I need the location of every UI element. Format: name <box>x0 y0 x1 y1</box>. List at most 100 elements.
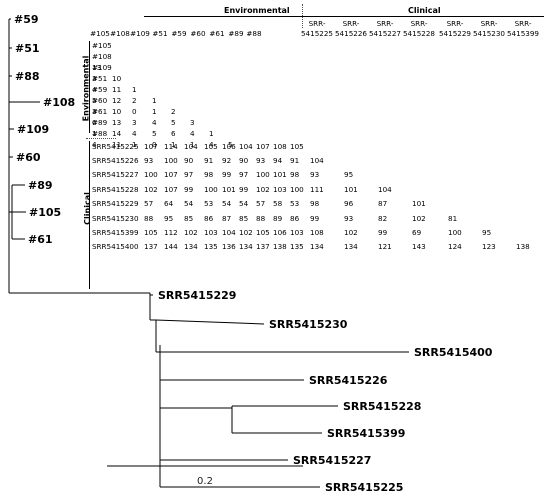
matrix-cell: 12 <box>112 96 122 105</box>
matrix-cell: 100 <box>164 156 178 165</box>
matrix-cell: 5 <box>171 118 176 127</box>
matrix-cell: 104 <box>184 142 198 151</box>
row-group-environmental: Environmental <box>81 55 91 122</box>
matrix-cell: 81 <box>448 214 458 223</box>
matrix-cell: 86 <box>204 214 214 223</box>
column-header-top: SRR- <box>308 19 326 28</box>
matrix-cell: 4 <box>190 129 195 138</box>
matrix-cell: 106 <box>273 228 287 237</box>
matrix-cell: 90 <box>184 156 194 165</box>
tree-leaf-label: #60 <box>16 151 41 164</box>
tree-branches <box>8 18 409 488</box>
matrix-cell: 10 <box>112 107 122 116</box>
matrix-cell: 103 <box>204 228 218 237</box>
matrix-cell: 3 <box>132 118 137 127</box>
column-header-bottom: 5415226 <box>334 29 367 38</box>
column-header: #89 <box>228 29 244 38</box>
matrix-cell: 54 <box>239 199 249 208</box>
matrix-cell: 97 <box>239 170 249 179</box>
column-header: #109 <box>130 29 150 38</box>
row-label: SRR5415400 <box>92 242 139 251</box>
matrix-cell: 14 <box>112 129 122 138</box>
matrix-cell: 107 <box>164 185 178 194</box>
matrix-cell: 143 <box>412 242 426 251</box>
matrix-cell: 93 <box>144 156 154 165</box>
matrix-cell: 13 <box>112 118 122 127</box>
matrix-cell: 11 <box>112 85 122 94</box>
column-header-top: SRR- <box>514 19 532 28</box>
column-header: #88 <box>246 29 262 38</box>
column-header-bottom: 5415229 <box>438 29 471 38</box>
row-label-axis-clinical <box>89 141 90 289</box>
column-header-bottom: 5415399 <box>506 29 539 38</box>
row-label: #109 <box>92 63 112 72</box>
matrix-cell: 92 <box>222 156 232 165</box>
matrix-cell: 53 <box>290 199 300 208</box>
tree-leaf-label: SRR5415225 <box>325 481 403 491</box>
column-header-bottom: 5415230 <box>472 29 505 38</box>
column-header-top: SRR- <box>342 19 360 28</box>
row-label: SRR5415226 <box>92 156 139 165</box>
tree-leaf-label: #89 <box>28 179 53 192</box>
matrix-cell: 134 <box>310 242 324 251</box>
matrix-cell: 4 <box>92 140 97 149</box>
matrix-cell: 87 <box>222 214 232 223</box>
tree-leaf-label: #108 <box>43 96 75 109</box>
column-header: #59 <box>171 29 187 38</box>
column-header-bottom: 5415227 <box>368 29 401 38</box>
tree-leaf-label: SRR5415226 <box>309 374 388 387</box>
matrix-cell: 69 <box>412 228 422 237</box>
matrix-cell: 108 <box>310 228 324 237</box>
row-label: SRR5415227 <box>92 170 139 179</box>
matrix-cell: 3 <box>190 118 195 127</box>
matrix-cell: 13 <box>92 63 102 72</box>
tree-leaf-label: #61 <box>28 233 53 246</box>
tree-branch <box>155 319 265 325</box>
column-header: #51 <box>152 29 168 38</box>
matrix-cell: 100 <box>144 170 158 179</box>
column-header-top: SRR- <box>376 19 394 28</box>
matrix-cell: 101 <box>412 199 426 208</box>
matrix-cell: 1 <box>152 96 157 105</box>
matrix-cell: 64 <box>164 199 174 208</box>
column-header-bottom: 5415228 <box>402 29 435 38</box>
matrix-cell: 5 <box>152 129 157 138</box>
matrix-cell: 3 <box>92 74 97 83</box>
matrix-cell: 137 <box>256 242 270 251</box>
matrix-cell: 107 <box>164 170 178 179</box>
row-label: #105 <box>92 41 112 50</box>
header-rule <box>144 16 544 17</box>
matrix-cell: 104 <box>378 185 392 194</box>
row-label: SRR5415229 <box>92 199 139 208</box>
matrix-cell: 134 <box>184 242 198 251</box>
matrix-cell: 102 <box>144 185 158 194</box>
matrix-cell: 105 <box>256 228 270 237</box>
matrix-cell: 0 <box>152 140 157 149</box>
matrix-cell: 112 <box>164 228 178 237</box>
row-label: SRR5415399 <box>92 228 139 237</box>
matrix-cell: 1 <box>132 140 137 149</box>
matrix-cell: 91 <box>204 156 214 165</box>
row-label: #59 <box>92 85 108 94</box>
matrix-cell: 90 <box>239 156 249 165</box>
tree-leaf-label: SRR5415228 <box>343 400 421 413</box>
matrix-cell: 99 <box>222 170 232 179</box>
matrix-cell: 4 <box>132 129 137 138</box>
matrix-cell: 2 <box>132 96 137 105</box>
row-label: SRR5415225 <box>92 142 139 151</box>
matrix-cell: 100 <box>256 170 270 179</box>
matrix-cell: 6 <box>171 129 176 138</box>
matrix-cell: 99 <box>184 185 194 194</box>
matrix-cell: 1 <box>152 107 157 116</box>
matrix-cell: 1 <box>171 140 176 149</box>
matrix-cell: 54 <box>184 199 194 208</box>
matrix-cell: 100 <box>204 185 218 194</box>
group-divider <box>302 4 303 28</box>
matrix-cell: 98 <box>204 170 214 179</box>
column-header-top: SRR- <box>410 19 428 28</box>
section-divider <box>86 138 116 139</box>
tree-leaf-label: SRR5415400 <box>414 346 493 359</box>
tree-leaf-labels: #59#51#88#108#109#60#89#105#61SRR5415229… <box>14 13 493 491</box>
matrix-cell: 93 <box>344 214 354 223</box>
